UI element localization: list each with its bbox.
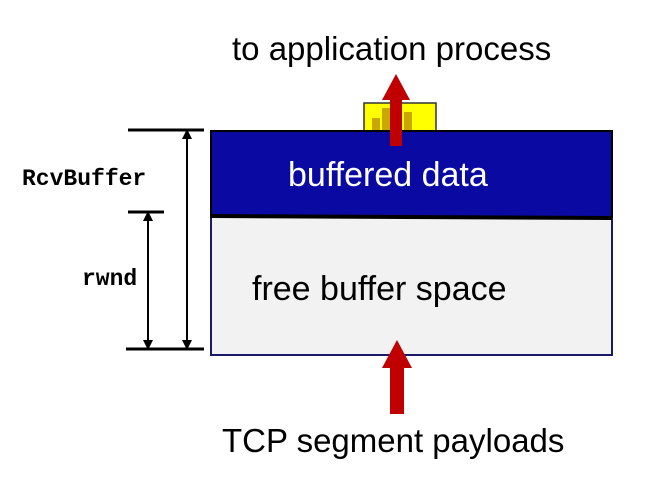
incoming-arrow-icon <box>382 340 412 414</box>
rwnd-dimension <box>128 210 164 350</box>
rwnd-label: rwnd <box>82 266 138 292</box>
up-arrow-icon <box>382 74 410 146</box>
to-application-label: to application process <box>232 30 552 67</box>
rcvbuffer-label: RcvBuffer <box>22 166 147 192</box>
free-buffer-space-label: free buffer space <box>252 270 507 308</box>
buffer-divider <box>210 214 613 220</box>
free-buffer-space-box <box>210 215 613 356</box>
rcvbuffer-dimension <box>126 128 204 351</box>
tcp-segment-payloads-label: TCP segment payloads <box>222 422 565 459</box>
buffered-data-label: buffered data <box>288 156 488 194</box>
